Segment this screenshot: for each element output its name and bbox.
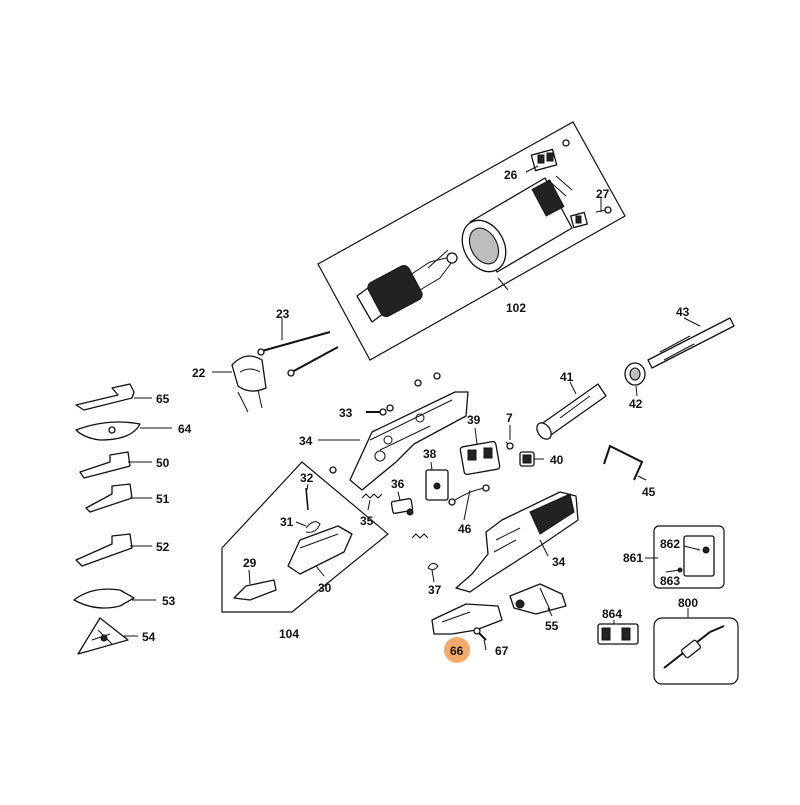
motor-assembly-group (317, 121, 626, 361)
shaft-part (647, 317, 735, 369)
label-800: 800 (678, 596, 698, 610)
label-51: 51 (156, 492, 170, 506)
blade-52 (75, 533, 133, 567)
label-861: 861 (623, 551, 643, 565)
spring-7 (505, 441, 514, 450)
callout-labels: 102 26 27 23 22 43 41 42 65 64 50 51 52 … (142, 168, 698, 658)
spring-31 (305, 521, 321, 533)
spindle-part (536, 383, 607, 440)
blade-64 (75, 421, 141, 441)
label-53: 53 (162, 594, 176, 608)
label-54: 54 (142, 630, 156, 644)
label-26: 26 (504, 168, 518, 182)
spring-lower (411, 533, 429, 539)
label-31: 31 (280, 515, 294, 529)
label-37: 37 (428, 583, 442, 597)
label-34-upper: 34 (299, 434, 313, 448)
leader-lines (124, 165, 701, 651)
kit-861-group (653, 525, 725, 589)
bearing-part (624, 362, 646, 386)
blade-65 (75, 383, 152, 411)
kit-104-group (221, 461, 389, 613)
blade-53 (73, 588, 135, 609)
label-27: 27 (596, 187, 610, 201)
part-36 (390, 498, 414, 516)
long-screws-part (257, 331, 339, 377)
label-40: 40 (550, 453, 564, 467)
stator-part (461, 175, 573, 273)
label-42: 42 (629, 397, 643, 411)
housing-half-lower (455, 491, 579, 593)
pin-32 (305, 487, 309, 511)
screw-67 (473, 627, 487, 641)
label-35: 35 (360, 514, 374, 528)
label-36: 36 (391, 477, 405, 491)
motor-cap-part (231, 355, 267, 413)
label-22: 22 (192, 366, 206, 380)
label-32: 32 (300, 471, 314, 485)
label-66: 66 (450, 644, 464, 658)
label-39: 39 (467, 413, 481, 427)
dust-adapter-66 (431, 603, 503, 635)
screw-33 (366, 408, 387, 416)
adapter-55 (509, 583, 567, 615)
highlight-marker-66 (444, 637, 470, 663)
label-30: 30 (318, 581, 332, 595)
kit-104-frame (221, 461, 389, 613)
label-64: 64 (178, 422, 192, 436)
kit-800-frame (653, 617, 739, 685)
lever-29 (233, 579, 277, 601)
switch-module-862 (683, 535, 715, 577)
housing-insert-30 (287, 525, 353, 575)
kit-861-frame (653, 525, 725, 589)
sanding-pad-54 (77, 617, 129, 655)
label-41: 41 (560, 370, 574, 384)
label-52: 52 (156, 540, 170, 554)
lever-40 (519, 451, 535, 467)
label-50: 50 (156, 456, 170, 470)
spring-35 (361, 493, 383, 499)
label-7: 7 (506, 411, 513, 425)
label-38: 38 (423, 447, 437, 461)
label-864: 864 (602, 607, 622, 621)
label-55: 55 (545, 619, 559, 633)
blade-51 (85, 483, 133, 513)
battery-terminal-864 (597, 623, 639, 645)
label-65: 65 (156, 392, 170, 406)
blade-50 (79, 451, 131, 479)
label-67: 67 (495, 644, 509, 658)
pcb-38 (425, 469, 449, 501)
armature-part (356, 249, 458, 323)
brush-holder-part (530, 139, 570, 172)
label-33: 33 (339, 406, 353, 420)
label-104: 104 (279, 627, 299, 641)
label-863: 863 (660, 574, 680, 588)
label-29: 29 (243, 556, 257, 570)
switch-part (459, 440, 501, 476)
label-46: 46 (458, 522, 472, 536)
label-34-lower: 34 (552, 555, 566, 569)
clip-45 (603, 444, 644, 481)
label-862: 862 (660, 537, 680, 551)
spring-37 (427, 562, 439, 571)
housing-half-upper (329, 372, 469, 491)
brush-part (570, 206, 612, 229)
label-45: 45 (642, 485, 656, 499)
motor-kit-frame (317, 121, 626, 361)
label-23: 23 (276, 307, 290, 321)
label-102: 102 (506, 301, 526, 315)
kit-800-group (653, 617, 739, 685)
label-43: 43 (676, 305, 690, 319)
